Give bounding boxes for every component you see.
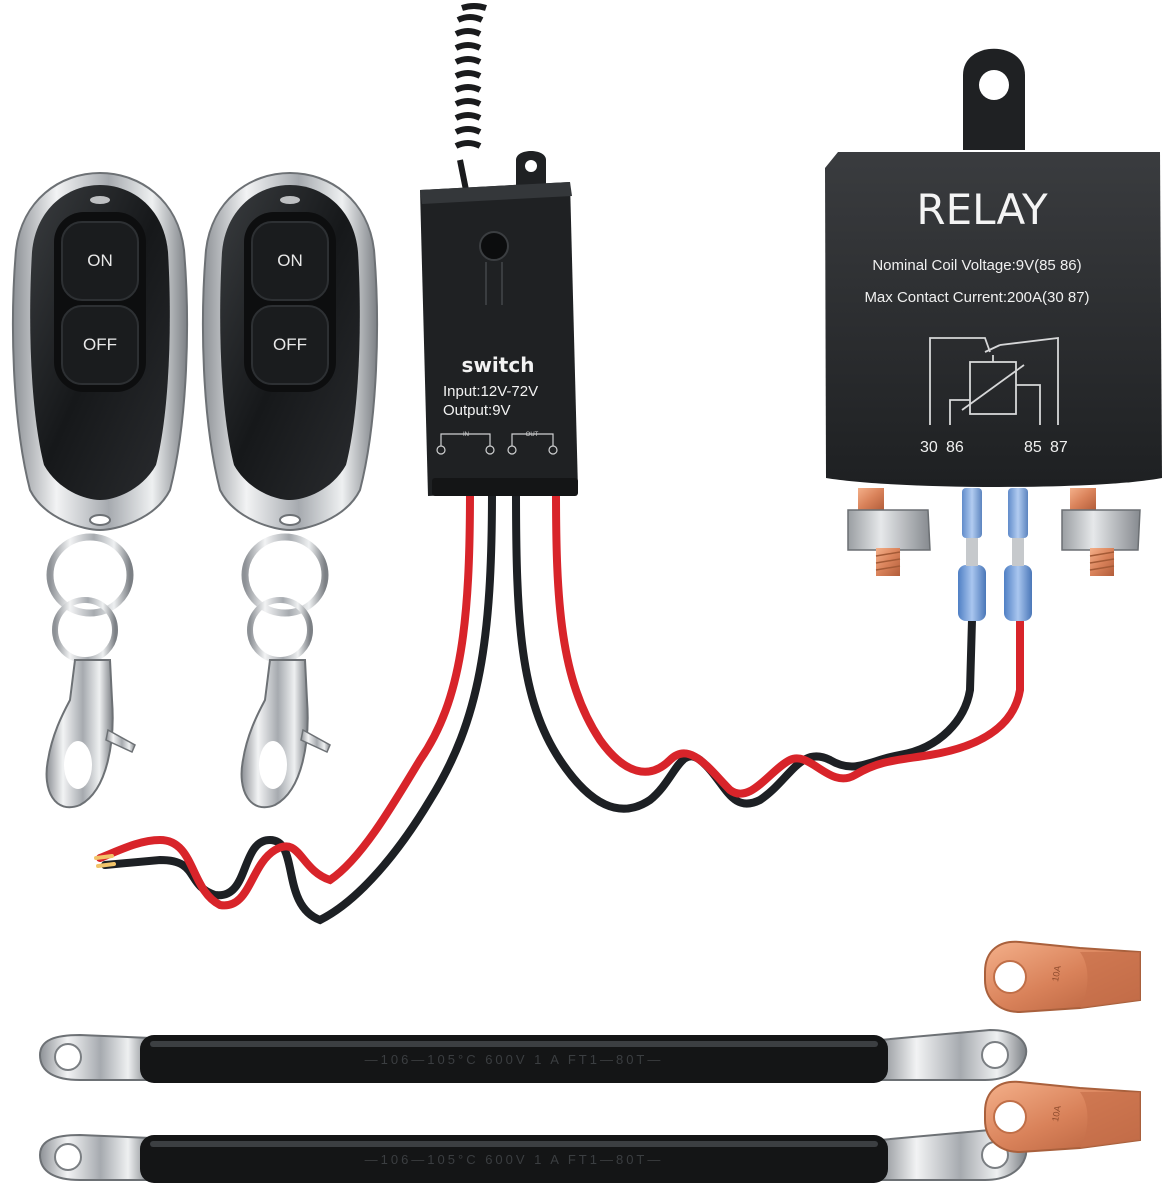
cable-upper-print: —106—105°C 600V 1 A FT1—80T— xyxy=(365,1052,664,1067)
remote-left: ON OFF xyxy=(11,171,189,809)
switch-out-marker: OUT xyxy=(526,432,539,438)
switch-in-marker: IN xyxy=(463,432,469,438)
remote-right-tail-hole xyxy=(279,514,301,526)
relay-coil-connector-86 xyxy=(958,488,986,621)
remote-right-clasp-gate xyxy=(300,728,331,754)
remote-left-tail-hole xyxy=(89,514,111,526)
switch-mount-hole xyxy=(525,160,537,172)
relay-coil-connector-85 xyxy=(1004,488,1032,621)
remote-right-led xyxy=(280,196,300,204)
wire-left-black xyxy=(101,486,496,925)
cable-upper-right-hole xyxy=(981,1041,1009,1069)
remote-left-on-button[interactable] xyxy=(61,221,139,301)
remote-right-on-label: ON xyxy=(277,251,303,270)
copper-lug-upper-mark: 10A xyxy=(1050,965,1063,983)
antenna-coil xyxy=(454,3,487,191)
relay-coil-spec: Nominal Coil Voltage:9V(85 86) xyxy=(872,257,1081,274)
switch-output-spec: Output:9V xyxy=(443,402,511,419)
relay-pin-86: 86 xyxy=(946,439,964,456)
remote-right-off-button[interactable] xyxy=(251,305,329,385)
relay: RELAY Nominal Coil Voltage:9V(85 86) Max… xyxy=(825,48,1162,621)
remote-left-off-label: OFF xyxy=(83,335,117,354)
copper-lug-lower-mark: 10A xyxy=(1050,1105,1063,1123)
remote-right-on-button[interactable] xyxy=(251,221,329,301)
relay-pin-87: 87 xyxy=(1050,439,1068,456)
wire-left-red xyxy=(96,486,474,910)
remote-right-clasp-opening xyxy=(259,741,287,789)
remote-left-key-ring xyxy=(46,533,134,617)
relay-bracket-hole xyxy=(979,70,1009,100)
switch-wire-boot xyxy=(432,478,578,496)
switch-terminal-diagram xyxy=(436,433,558,455)
switch-housing-edge xyxy=(420,182,572,204)
switch-title: switch xyxy=(462,353,535,377)
cable-lower-print: —106—105°C 600V 1 A FT1—80T— xyxy=(365,1152,664,1167)
remote-left-led xyxy=(90,196,110,204)
relay-terminal-30 xyxy=(847,488,931,576)
remote-right-clip-loop xyxy=(247,597,313,663)
wire-right-red xyxy=(552,486,1024,798)
remote-left-on-label: ON xyxy=(87,251,113,270)
battery-cable-lower: —106—105°C 600V 1 A FT1—80T— xyxy=(38,1128,1028,1183)
remote-left-clip-loop xyxy=(52,597,118,663)
relay-schematic xyxy=(929,336,1059,425)
remote-right-key-ring xyxy=(241,533,329,617)
switch-learn-button[interactable] xyxy=(479,231,509,261)
switch-module: switch Input:12V-72V Output:9V IN OUT xyxy=(420,3,578,496)
remote-right: ON OFF xyxy=(201,171,379,809)
relay-title: RELAY xyxy=(916,185,1048,234)
cable-upper-shine xyxy=(150,1041,878,1047)
relay-pin-30: 30 xyxy=(920,439,938,456)
battery-cable-upper: —106—105°C 600V 1 A FT1—80T— xyxy=(38,1028,1028,1083)
remote-left-clasp-opening xyxy=(64,741,92,789)
switch-housing xyxy=(420,182,578,496)
relay-body xyxy=(825,152,1162,487)
cable-lower-shine xyxy=(150,1141,878,1147)
relay-pin-85: 85 xyxy=(1024,439,1042,456)
cable-lower-left-hole xyxy=(54,1143,82,1171)
cable-upper-left-hole xyxy=(54,1043,82,1071)
remote-left-clasp-gate xyxy=(105,728,136,754)
switch-input-spec: Input:12V-72V xyxy=(443,383,538,400)
wire-harness xyxy=(94,486,1024,925)
remote-left-off-button[interactable] xyxy=(61,305,139,385)
remote-right-off-label: OFF xyxy=(273,335,307,354)
wire-end-copper xyxy=(94,854,116,868)
copper-lug-upper: 10A xyxy=(984,940,1141,1014)
relay-terminal-87 xyxy=(1061,488,1141,576)
copper-lug-lower: 10A xyxy=(984,1080,1141,1154)
relay-contact-spec: Max Contact Current:200A(30 87) xyxy=(864,289,1089,306)
